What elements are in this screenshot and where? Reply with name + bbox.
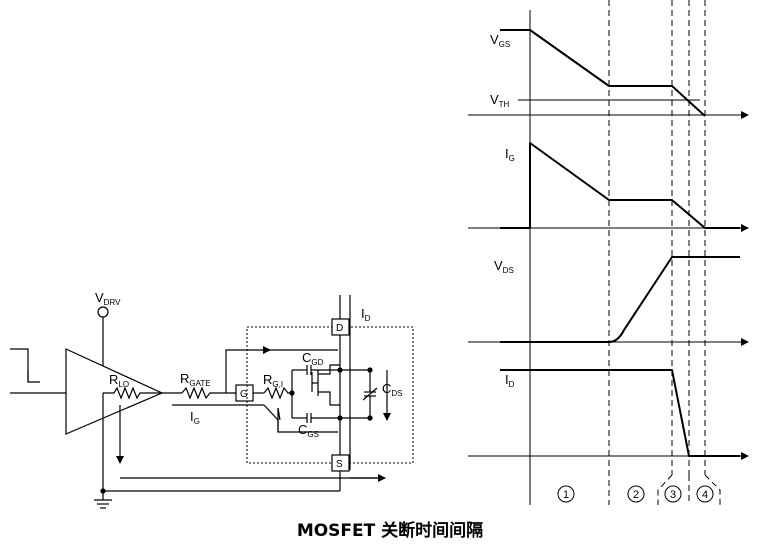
rgate-resistor: [181, 386, 236, 400]
driver-amplifier: [65, 348, 164, 435]
interval-1: 1: [563, 489, 569, 501]
ig-sub: G: [194, 417, 200, 426]
cgs-label: C: [298, 422, 307, 437]
mosfet-package-outline: [246, 326, 414, 464]
id-trace: [500, 369, 740, 457]
id-wave-sub: D: [509, 380, 515, 389]
cgs-sub: GS: [307, 430, 319, 439]
interval-3: 3: [670, 489, 676, 501]
vdrv-terminal: [97, 306, 109, 318]
waveform-labels: VGS VTH IG VDS ID: [490, 32, 515, 389]
waveform-traces: [500, 29, 740, 457]
drain-pin-label: D: [336, 323, 343, 334]
ig-forward-path: [225, 346, 271, 393]
svg-text:VTH: VTH: [490, 92, 510, 109]
vdrv-label: V: [95, 290, 104, 305]
gate-pin-label: G: [240, 389, 248, 400]
ig-label: I: [190, 409, 194, 424]
vds-wave-sub: DS: [503, 266, 514, 275]
rgi-sub: G,I: [272, 380, 283, 389]
vgs-trace: [500, 29, 706, 117]
cds-sub: DS: [391, 389, 402, 398]
svg-text:IG: IG: [505, 146, 515, 163]
rgi-resistor: [263, 386, 292, 400]
svg-text:CGS: CGS: [298, 422, 319, 439]
rgi-label: R: [263, 372, 272, 387]
circuit-labels: VDRV RLO RGATE RG,I IG ID CGD CGS CDS G …: [95, 290, 403, 470]
cgd-sub: GD: [311, 358, 323, 367]
svg-text:ID: ID: [505, 372, 515, 389]
rlo-label: R: [109, 372, 118, 387]
ig-gs-path: [277, 408, 338, 433]
svg-text:RGATE: RGATE: [180, 371, 211, 388]
rgate-label: R: [180, 371, 189, 386]
svg-text:VDRV: VDRV: [95, 290, 121, 307]
rgate-sub: GATE: [189, 379, 210, 388]
rlo-sub: LO: [118, 380, 129, 389]
interval-2: 2: [633, 489, 639, 501]
interval-numbers: 1 2 3 4: [557, 485, 714, 503]
vth-wave-label: V: [490, 92, 499, 107]
svg-text:RLO: RLO: [109, 372, 129, 389]
svg-text:ID: ID: [361, 306, 371, 323]
svg-text:VDS: VDS: [494, 258, 514, 275]
vdrv-sub: DRV: [104, 298, 121, 307]
vds-wave-label: V: [494, 258, 503, 273]
gate-drive-circuit: [10, 295, 414, 509]
rlo-resistor: [103, 386, 162, 400]
svg-text:CGD: CGD: [302, 350, 324, 367]
svg-text:VGS: VGS: [490, 32, 510, 49]
input-step-signal: [10, 348, 40, 383]
vgs-wave-label: V: [490, 32, 499, 47]
interval-markers: [608, 0, 721, 505]
id-label: I: [361, 306, 365, 321]
vth-wave-sub: TH: [499, 100, 510, 109]
id-sub: D: [365, 314, 371, 323]
svg-text:IG: IG: [190, 409, 200, 426]
vds-trace: [500, 256, 740, 343]
cgd-label: C: [302, 350, 311, 365]
interval-4: 4: [702, 489, 708, 501]
ig-wave-sub: G: [509, 154, 515, 163]
id-wave-label: I: [505, 372, 509, 387]
vgs-wave-sub: GS: [499, 40, 511, 49]
figure-caption: MOSFET 关断时间间隔: [296, 521, 484, 541]
cds-label: C: [382, 381, 391, 396]
svg-text:CDS: CDS: [382, 381, 403, 398]
ig-wave-label: I: [505, 146, 509, 161]
source-pin-label: S: [336, 459, 343, 470]
svg-text:RG,I: RG,I: [263, 372, 283, 389]
ig-trace: [500, 142, 740, 229]
